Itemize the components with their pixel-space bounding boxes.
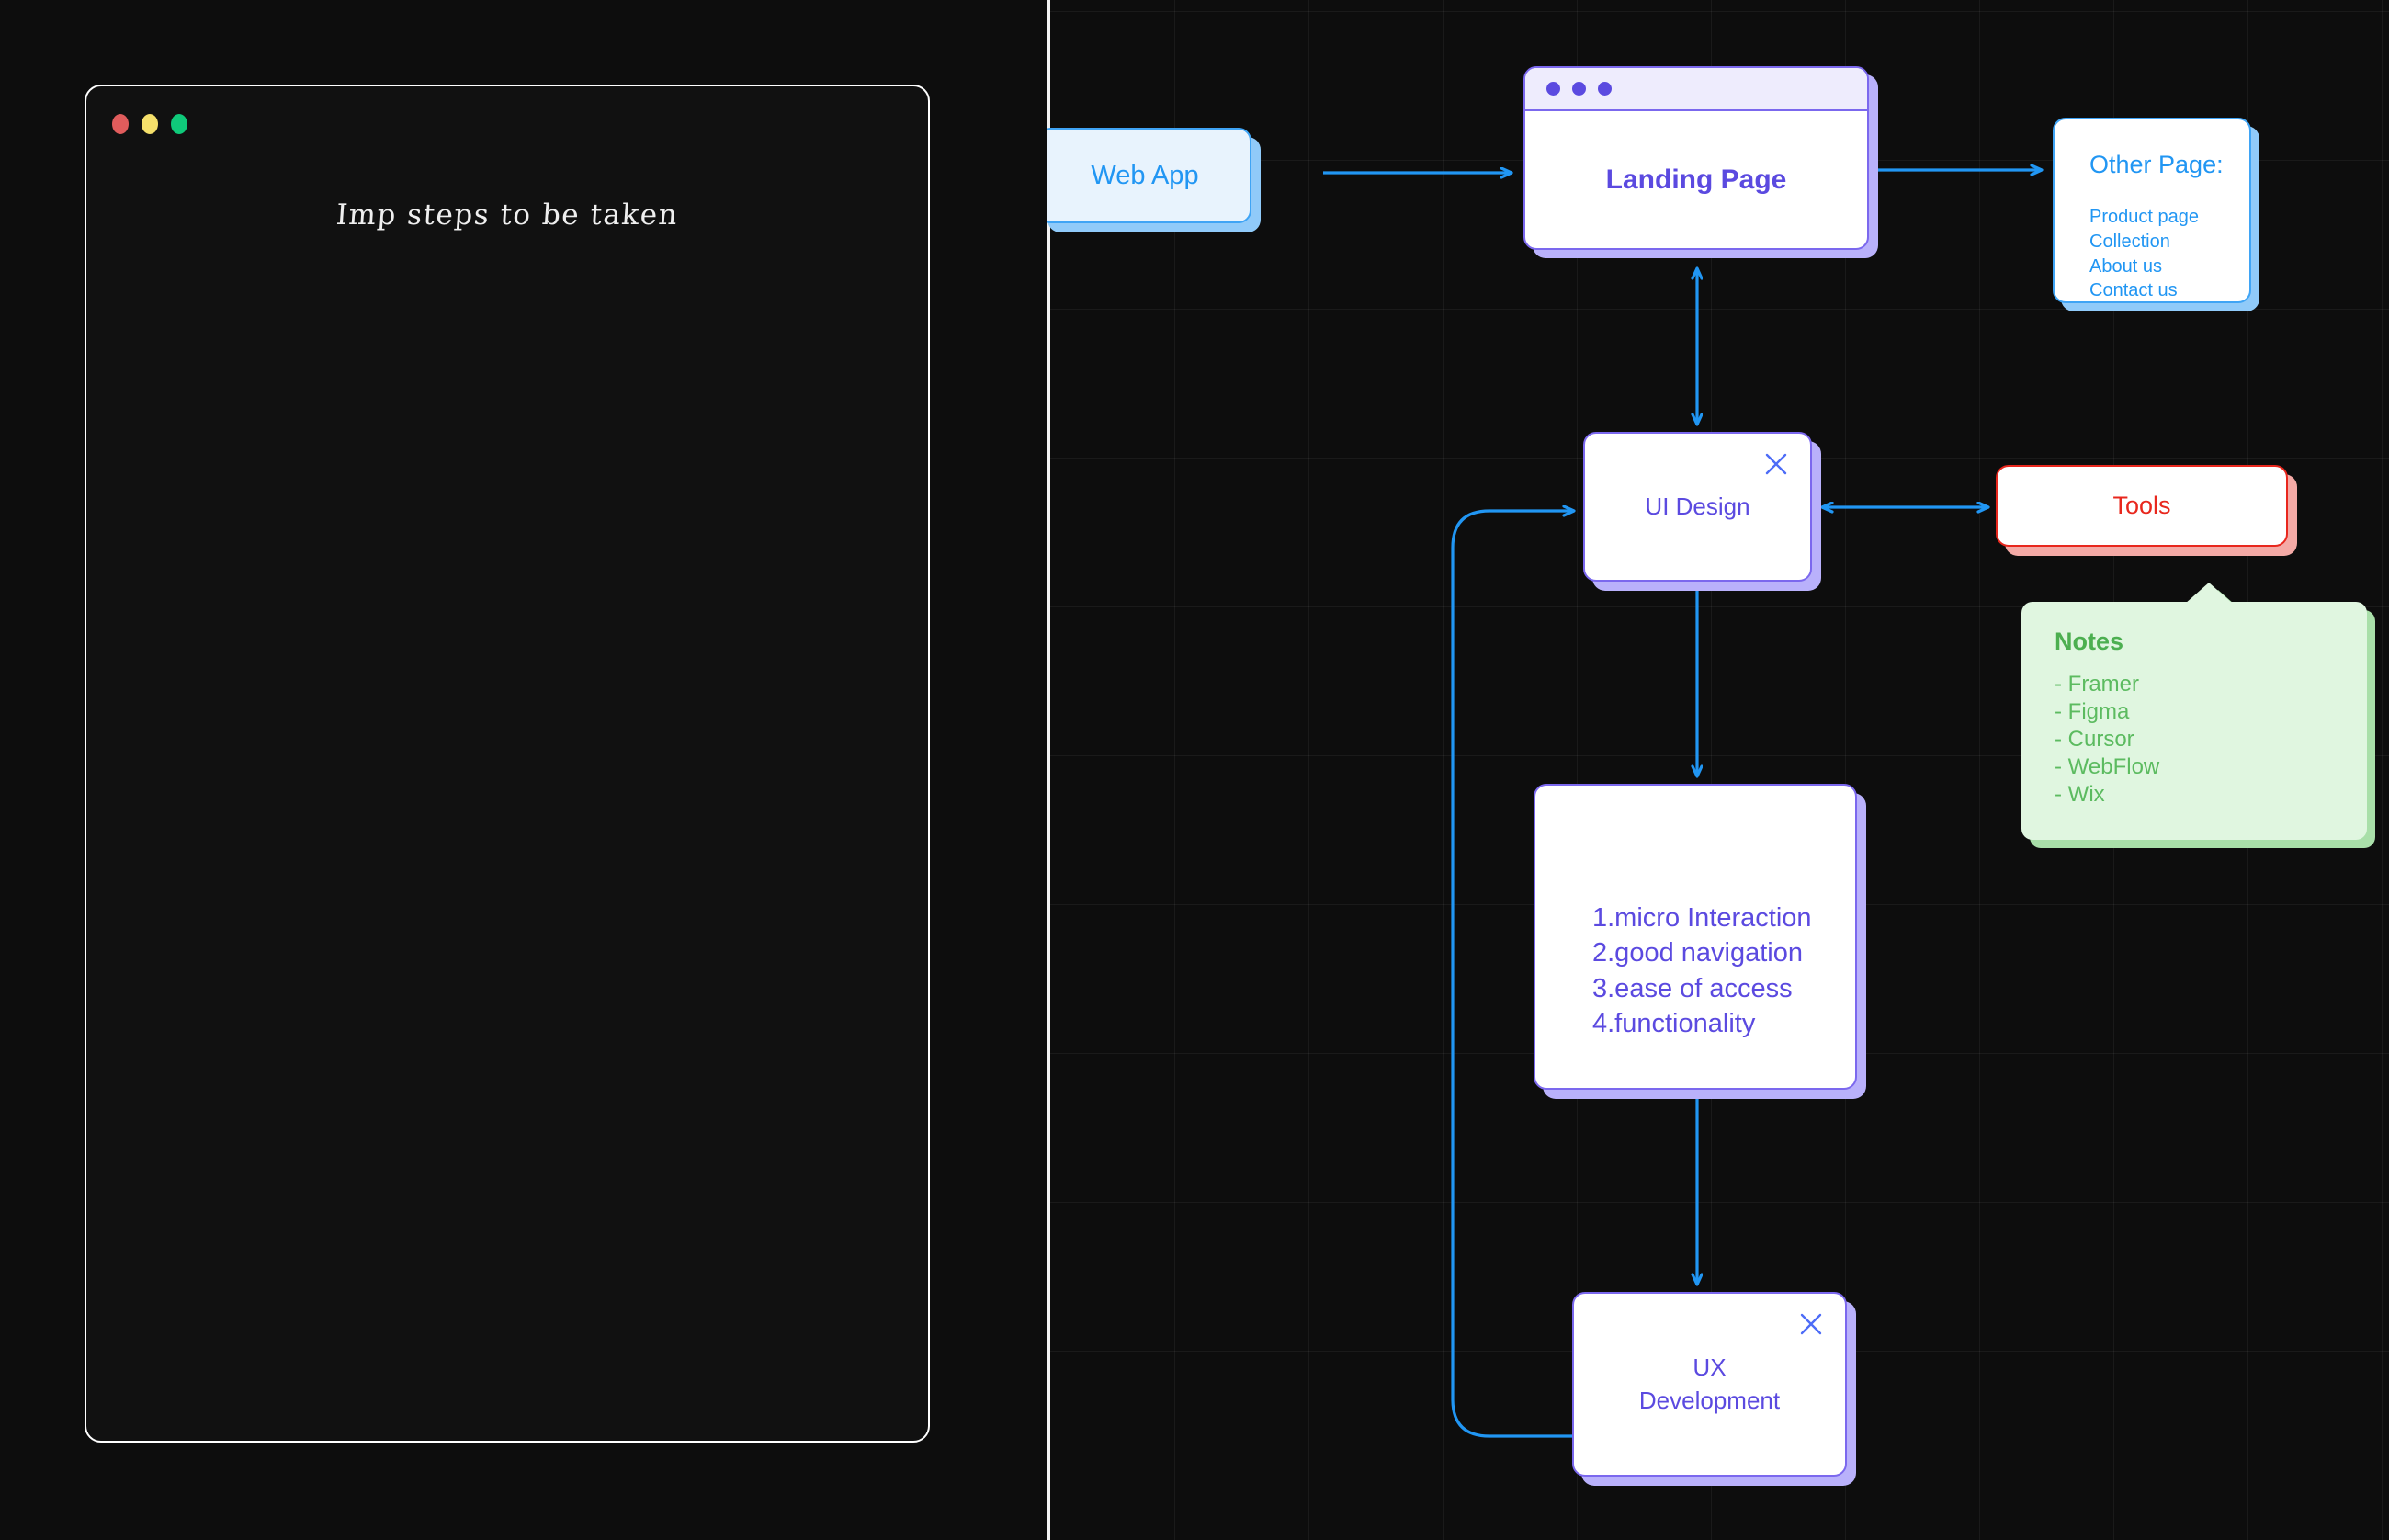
list-item: 1.micro Interaction bbox=[1592, 903, 1812, 933]
node-ux-development[interactable]: UX Development bbox=[1572, 1292, 1856, 1486]
list-item[interactable]: Product page bbox=[2089, 207, 2199, 227]
node-landing-page[interactable]: Landing Page bbox=[1523, 66, 1878, 258]
node-label: UI Design bbox=[1645, 493, 1750, 520]
node-card[interactable]: Web App bbox=[1047, 128, 1251, 223]
node-label-line2: Development bbox=[1638, 1386, 1781, 1414]
node-label: Landing Page bbox=[1605, 164, 1787, 195]
node-label: Tools bbox=[2112, 492, 2171, 519]
list-item: 2.good navigation bbox=[1592, 938, 1803, 968]
node-label-line1: UX bbox=[1693, 1353, 1727, 1382]
principles-list: 1.micro Interaction 2.good navigation 3.… bbox=[1592, 900, 1855, 1041]
list-item: 3.ease of access bbox=[1592, 973, 1793, 1003]
window-maximize-dot[interactable] bbox=[171, 114, 187, 134]
list-item[interactable]: About us bbox=[2089, 255, 2162, 277]
close-icon[interactable] bbox=[1797, 1310, 1825, 1338]
callout-tail bbox=[2185, 583, 2233, 604]
window-close-dot[interactable] bbox=[112, 114, 129, 134]
page-title: Imp steps to be taken bbox=[334, 198, 680, 232]
node-tools[interactable]: Tools bbox=[1996, 465, 2297, 556]
list-item: - Framer bbox=[2055, 672, 2139, 696]
node-ui-design[interactable]: UI Design bbox=[1583, 432, 1821, 591]
node-card[interactable]: Landing Page bbox=[1523, 66, 1869, 250]
browser-titlebar bbox=[1525, 68, 1867, 111]
close-icon[interactable] bbox=[1762, 450, 1790, 478]
list-item[interactable]: Contact us bbox=[2089, 280, 2178, 301]
list-item: - Wix bbox=[2055, 782, 2105, 807]
browser-close-dot[interactable] bbox=[1546, 82, 1560, 96]
window-minimize-dot[interactable] bbox=[142, 114, 158, 134]
node-card[interactable]: Other Page: Product page Collection Abou… bbox=[2053, 118, 2251, 303]
node-notes-callout[interactable]: Notes - Framer - Figma - Cursor - WebFlo… bbox=[2021, 583, 2375, 848]
list-item: 4.functionality bbox=[1592, 1008, 1756, 1038]
other-page-list: Product page Collection About us Contact… bbox=[2089, 205, 2249, 303]
browser-maximize-dot[interactable] bbox=[1598, 82, 1612, 96]
node-card[interactable]: 1.micro Interaction 2.good navigation 3.… bbox=[1534, 784, 1857, 1090]
list-item: - Cursor bbox=[2055, 727, 2134, 752]
flowchart-canvas[interactable]: Web App Landing Page Other Page: bbox=[1047, 0, 2389, 1540]
window-traffic-lights bbox=[112, 114, 187, 134]
node-web-app[interactable]: Web App bbox=[1047, 128, 1261, 232]
node-card[interactable]: Notes - Framer - Figma - Cursor - WebFlo… bbox=[2021, 602, 2367, 840]
notes-list: - Framer - Figma - Cursor - WebFlow - Wi… bbox=[2055, 671, 2367, 809]
node-card[interactable]: UI Design bbox=[1583, 432, 1812, 582]
node-title: Other Page: bbox=[2089, 151, 2224, 178]
left-notes-panel: Imp steps to be taken bbox=[85, 85, 930, 1443]
node-ux-principles[interactable]: 1.micro Interaction 2.good navigation 3.… bbox=[1534, 784, 1866, 1099]
browser-body: Landing Page bbox=[1525, 111, 1867, 248]
canvas-left-divider bbox=[1047, 0, 1050, 1540]
list-item: - Figma bbox=[2055, 699, 2130, 724]
node-other-page[interactable]: Other Page: Product page Collection Abou… bbox=[2053, 118, 2259, 311]
node-title: Notes bbox=[2055, 628, 2124, 655]
node-label: UX Development bbox=[1639, 1352, 1780, 1416]
node-card[interactable]: Tools bbox=[1996, 465, 2288, 547]
browser-minimize-dot[interactable] bbox=[1572, 82, 1586, 96]
node-label: Web App bbox=[1091, 160, 1199, 190]
list-item: - WebFlow bbox=[2055, 754, 2160, 779]
list-item[interactable]: Collection bbox=[2089, 231, 2170, 252]
node-card[interactable]: UX Development bbox=[1572, 1292, 1847, 1477]
